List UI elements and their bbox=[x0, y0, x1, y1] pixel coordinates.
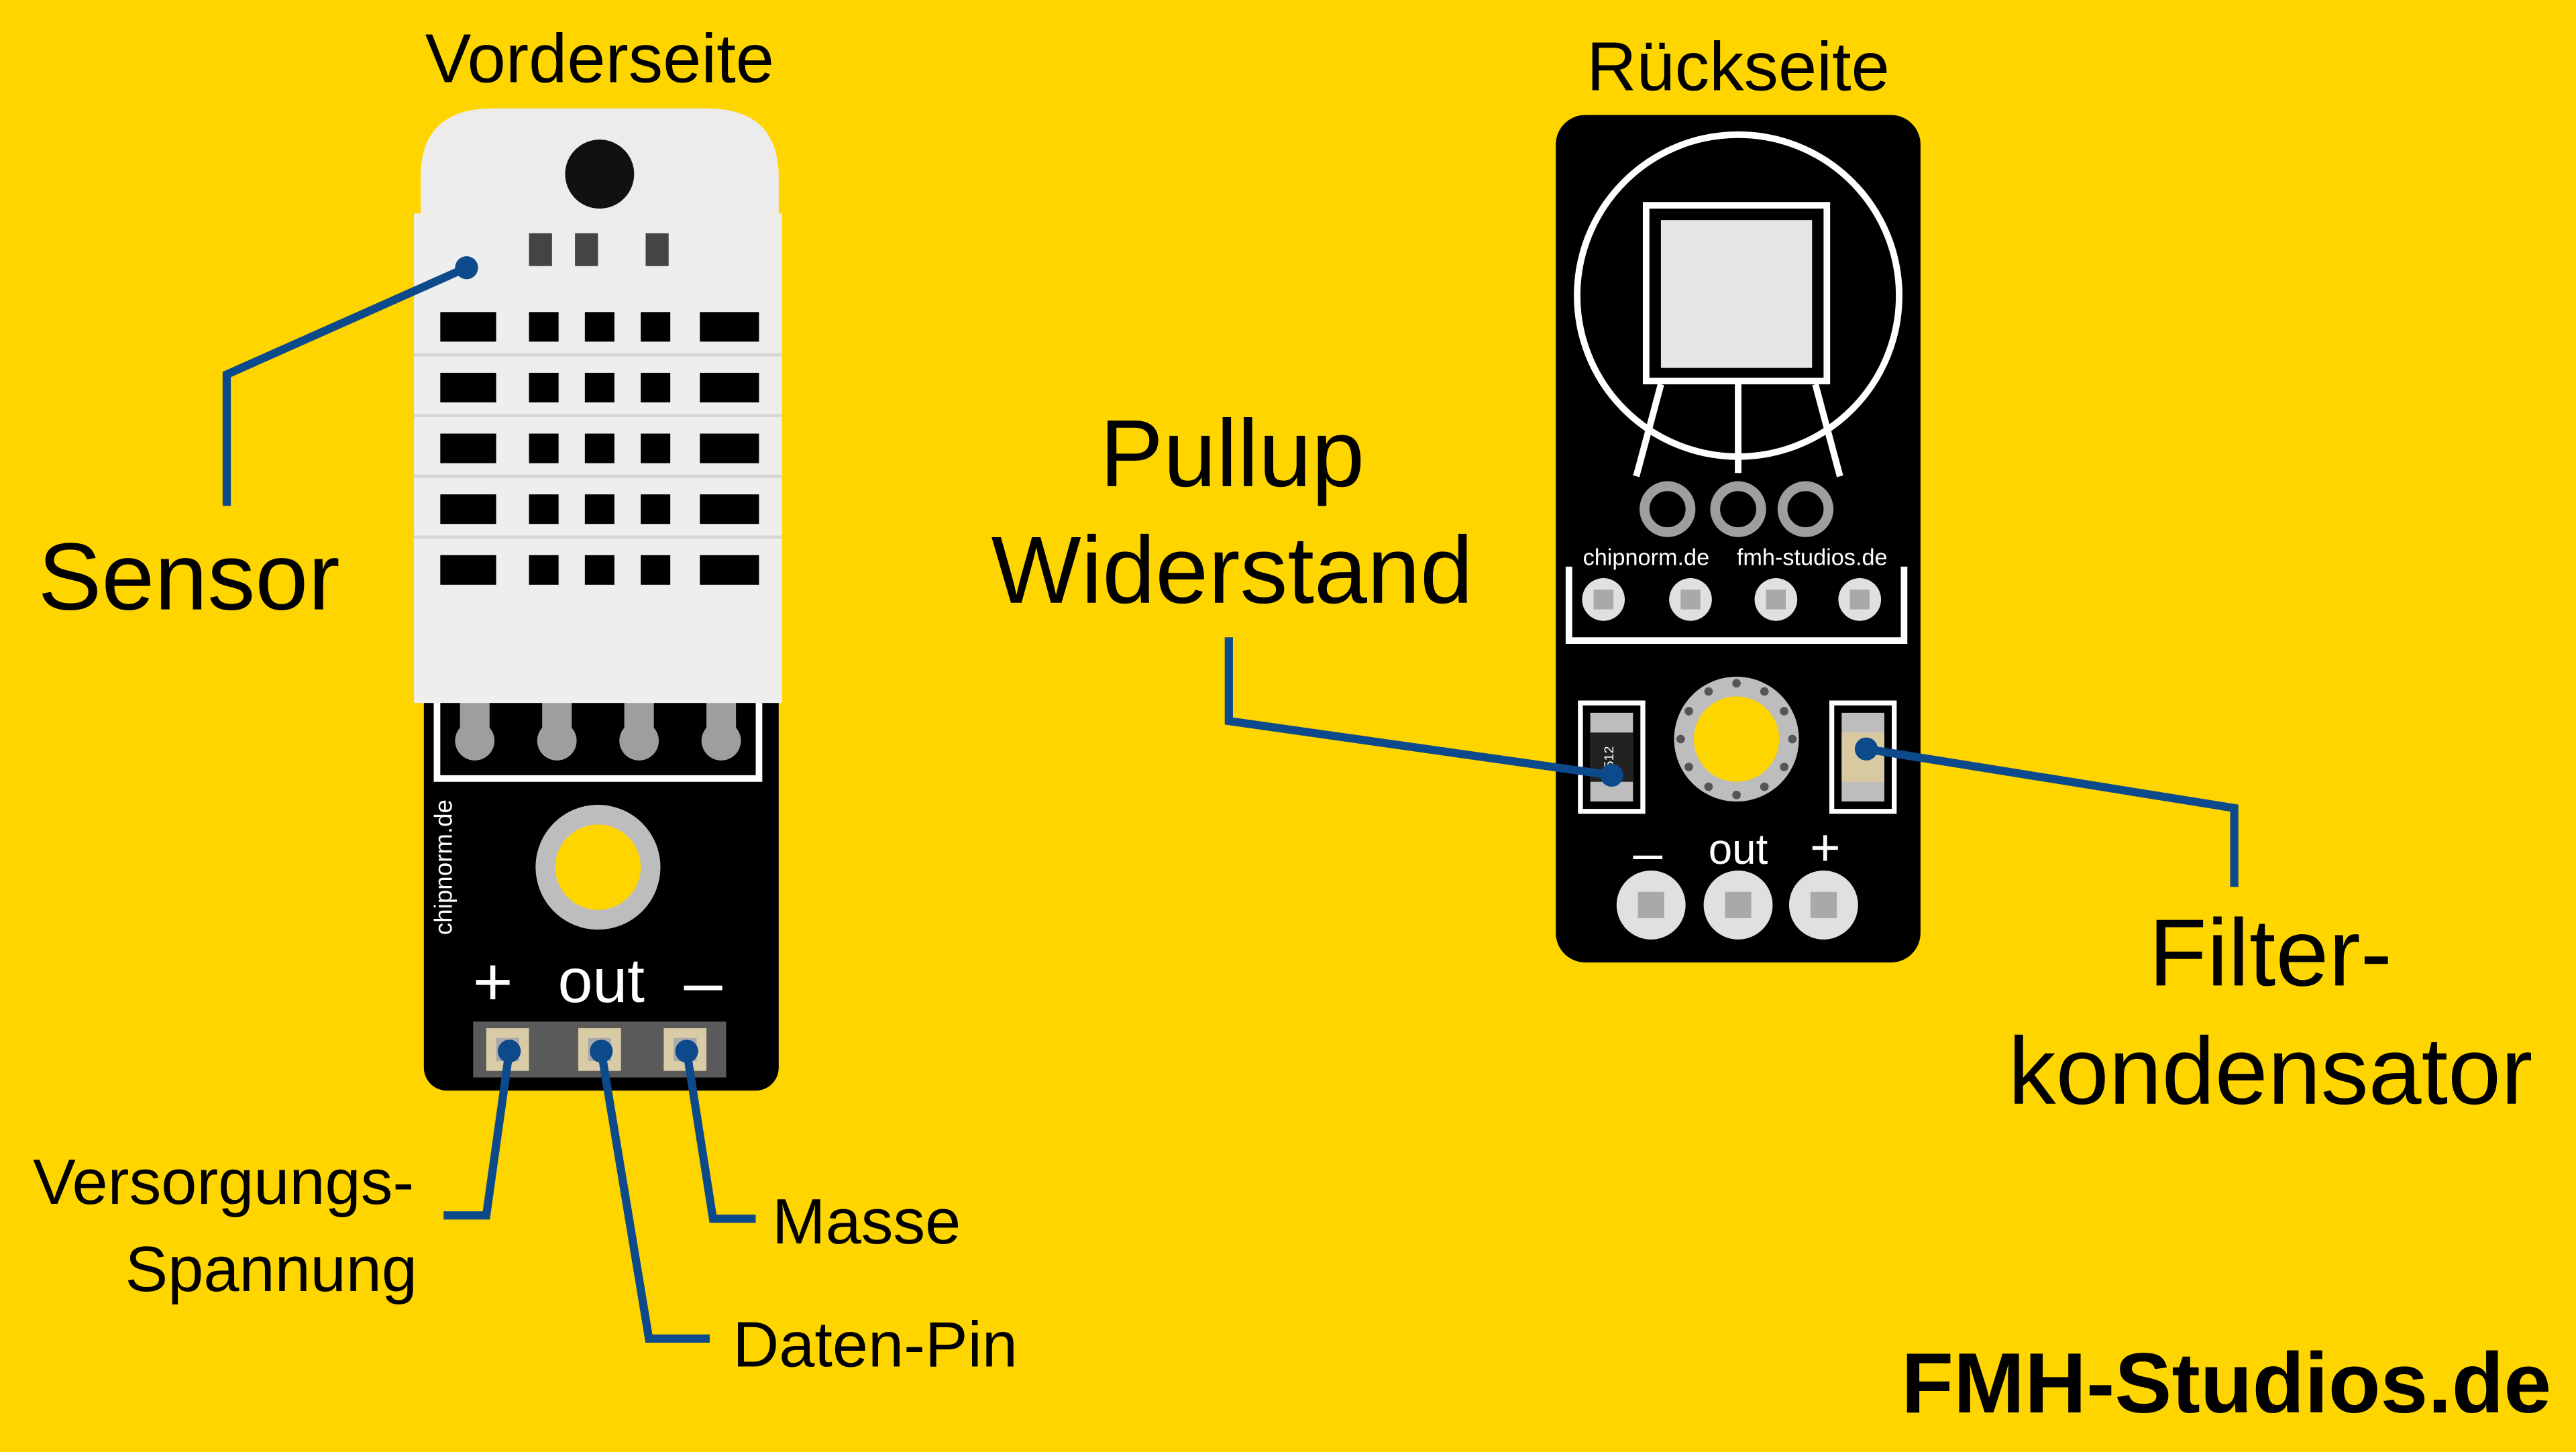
front-pin-plus-label: + bbox=[473, 943, 513, 1020]
leader-pullup bbox=[1224, 637, 1613, 779]
leader-sensor bbox=[222, 264, 469, 506]
back-via-rings bbox=[1640, 481, 1834, 537]
leader-supply bbox=[443, 1050, 514, 1220]
pullup-resistor: 512 bbox=[1578, 700, 1646, 814]
label-sensor: Sensor bbox=[38, 524, 340, 630]
back-pin-pads bbox=[1616, 870, 1858, 940]
label-supply-line2: Spannung bbox=[125, 1234, 418, 1305]
front-silkscreen-url: chipnorm.de bbox=[429, 799, 457, 935]
brand-label: FMH-Studios.de bbox=[1901, 1335, 2551, 1431]
resistor-code: 512 bbox=[1602, 746, 1617, 769]
back-mounting-hole bbox=[1674, 676, 1799, 802]
back-pin-out-label: out bbox=[1709, 826, 1768, 873]
back-silkscreen-url-1: chipnorm.de bbox=[1583, 545, 1710, 570]
front-pin-minus-label: – bbox=[684, 943, 723, 1020]
label-filter-line2: kondensator bbox=[2008, 1018, 2533, 1125]
leader-dots bbox=[455, 256, 1878, 1063]
back-sensor-legs-outline bbox=[1633, 381, 1843, 478]
leader-filter bbox=[1866, 744, 2239, 887]
front-module: Vorderseite bbox=[414, 19, 782, 1091]
front-pin-out-label: out bbox=[558, 946, 645, 1015]
back-silkscreen-url-2: fmh-studios.de bbox=[1737, 545, 1888, 570]
leader-lines bbox=[222, 264, 2239, 1343]
label-filter-line1: Filter- bbox=[2149, 899, 2392, 1006]
back-pin-plus-label: + bbox=[1810, 818, 1841, 877]
front-mounting-hole bbox=[535, 805, 661, 930]
sensor-housing bbox=[414, 108, 782, 704]
label-data-pin: Daten-Pin bbox=[733, 1310, 1018, 1381]
label-supply-line1: Versorgungs- bbox=[33, 1147, 414, 1218]
leader-data-pin bbox=[597, 1050, 710, 1343]
leader-ground bbox=[682, 1050, 756, 1223]
mounting-hole bbox=[565, 139, 635, 209]
back-title: Rückseite bbox=[1587, 28, 1890, 105]
front-title: Vorderseite bbox=[425, 19, 774, 97]
sensor-legs bbox=[455, 697, 741, 761]
back-module: Rückseite chipnorm.de fmh-studios.de bbox=[1556, 28, 1921, 963]
label-pullup-line2: Widerstand bbox=[991, 517, 1473, 624]
label-pullup-line1: Pullup bbox=[1099, 400, 1364, 507]
back-through-holes bbox=[1582, 578, 1882, 621]
back-footprint-outline bbox=[1565, 566, 1908, 644]
front-footprint-outline bbox=[433, 697, 763, 782]
label-ground: Masse bbox=[772, 1186, 961, 1258]
back-sensor-body bbox=[1660, 220, 1813, 368]
